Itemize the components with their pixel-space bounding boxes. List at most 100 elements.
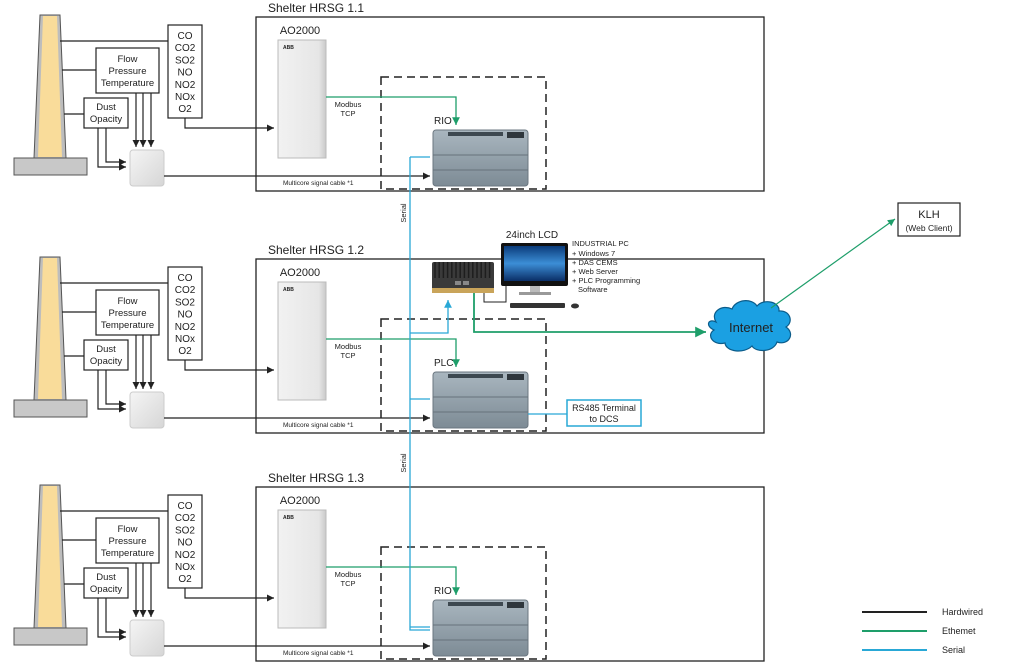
industrial-pc-feature: + DAS CEMS [572, 258, 618, 267]
flow-pressure-temp-box [95, 517, 160, 564]
pc-to-monitor-cable [483, 286, 507, 303]
klh-box [897, 202, 961, 237]
internet-label: Internet [729, 320, 773, 335]
flow-box-label: Temperature [101, 78, 154, 89]
plc-terminal-strip [448, 602, 503, 606]
shelter-title: Shelter HRSG 1.3 [268, 471, 364, 485]
dust-opacity-box [83, 567, 129, 599]
controller-label: RIO [434, 116, 452, 127]
junction-box [129, 619, 165, 657]
shelter-group-1: COCO2SO2NONO2NOxO2FlowPressureTemperatur… [13, 1, 765, 192]
serial-backbone [409, 157, 430, 631]
lcd-monitor [501, 243, 579, 309]
modbus-label: Modbus [335, 100, 362, 109]
shelter-box [255, 16, 765, 192]
rs485-label: RS485 Terminal [572, 403, 636, 413]
internet-cloud [707, 300, 792, 352]
analyzer-cabinet [277, 281, 327, 401]
gas-label: NO [178, 310, 193, 321]
plc-port [507, 602, 524, 608]
gas-label: CO2 [175, 513, 196, 524]
analyzer-cabinet [277, 509, 327, 629]
gas-label: NOx [175, 92, 195, 103]
dust-to-junction-arrow [97, 598, 126, 641]
flow-box-label: Flow [117, 54, 137, 65]
serial-label-top: Serial [399, 203, 408, 223]
gas-label: O2 [178, 346, 192, 357]
gas-label: NO2 [175, 550, 196, 561]
gas-label: CO [178, 501, 193, 512]
gas-label: NO2 [175, 80, 196, 91]
lcd-label: 24inch LCD [506, 230, 558, 241]
analyzer-label: AO2000 [280, 25, 320, 37]
flow-pressure-temp-box [95, 289, 160, 336]
pc-lan-port [463, 281, 469, 285]
gas-label: O2 [178, 574, 192, 585]
dust-box-label: Opacity [90, 356, 122, 367]
flow-box-label: Temperature [101, 320, 154, 331]
monitor-screen [504, 246, 565, 281]
flow-box-label: Pressure [108, 308, 146, 319]
klh-sublabel: (Web Client) [905, 223, 952, 233]
controller-device [432, 129, 529, 187]
dust-box-label: Dust [96, 572, 116, 583]
shelter-box [255, 486, 765, 662]
flow-box-label: Flow [117, 524, 137, 535]
industrial-pc-feature: + PLC Programming [572, 276, 640, 285]
controller-label: PLC [434, 358, 453, 369]
plc-body [432, 129, 529, 187]
modbus-label: Modbus [335, 342, 362, 351]
pc-lan-port [455, 281, 461, 285]
plc-port [507, 374, 524, 380]
flow-box-label: Flow [117, 296, 137, 307]
controller-enclosure [380, 546, 547, 660]
dust-to-junction-arrow [105, 598, 126, 636]
industrial-pc [432, 262, 494, 293]
modbus-label: Modbus [335, 570, 362, 579]
shelter-title: Shelter HRSG 1.2 [268, 243, 364, 257]
dust-to-junction-arrow [105, 128, 126, 166]
pc-front-strip [432, 288, 494, 293]
gas-list-box [167, 24, 203, 119]
gas-label: NO [178, 68, 193, 79]
gas-label: NO [178, 538, 193, 549]
cloud-shape [707, 300, 792, 352]
industrial-pc-feature: + Windows 7 [572, 249, 615, 258]
internet-to-klh-line [770, 218, 896, 309]
plc-body [432, 371, 529, 429]
multicore-cable-label: Multicore signal cable *1 [283, 422, 354, 429]
dust-to-junction-arrow [97, 128, 126, 171]
dust-to-junction-arrow [97, 370, 126, 413]
multicore-cable-label: Multicore signal cable *1 [283, 650, 354, 657]
serial-to-pc-line [410, 300, 452, 334]
stack-base [13, 627, 88, 646]
dust-box-label: Opacity [90, 114, 122, 125]
dust-opacity-box [83, 339, 129, 371]
rs485-terminal-box [566, 399, 642, 427]
modbus-ethernet-line [326, 96, 460, 125]
gas-label: SO2 [175, 297, 195, 308]
controller-device [432, 599, 529, 657]
gas-label: NO2 [175, 322, 196, 333]
gas-label: SO2 [175, 525, 195, 536]
gas-label: NOx [175, 334, 195, 345]
stack-flue [38, 258, 62, 399]
analyzer-label: AO2000 [280, 267, 320, 279]
gas-label: NOx [175, 562, 195, 573]
controller-label: RIO [434, 586, 452, 597]
klh-label: KLH [918, 209, 939, 221]
legend-label-hardwired: Hardwired [942, 607, 983, 617]
rs485-label: to DCS [589, 414, 618, 424]
abb-logo: ABB [283, 515, 294, 521]
legend-label-serial: Serial [942, 645, 965, 655]
flow-pressure-temp-box [95, 47, 160, 94]
controller-enclosure [380, 318, 547, 432]
modbus-ethernet-line [326, 566, 460, 595]
pc-to-internet-ethernet [473, 293, 706, 338]
modbus-ethernet-line [326, 338, 460, 367]
industrial-pc-title: INDUSTRIAL PC [572, 239, 629, 248]
flow-box-label: Pressure [108, 66, 146, 77]
analyzer-label: AO2000 [280, 495, 320, 507]
gas-label: O2 [178, 104, 192, 115]
